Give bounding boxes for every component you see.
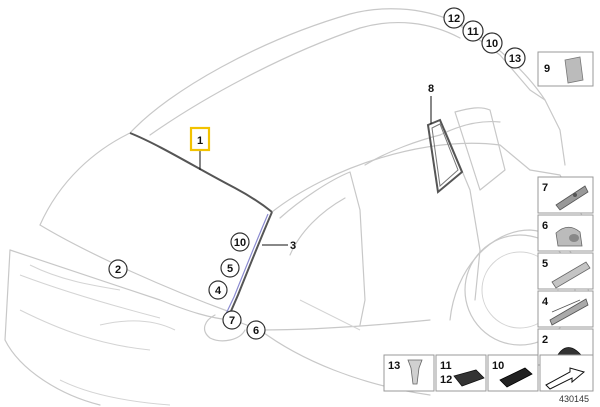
clip-part-icon xyxy=(555,185,589,211)
part-box-11-12[interactable]: 11 12 xyxy=(435,354,487,392)
badge-part-icon xyxy=(564,56,584,84)
callout-5[interactable]: 5 xyxy=(220,258,240,278)
part-box-9[interactable]: 9 xyxy=(537,51,594,87)
part-box-7[interactable]: 7 xyxy=(537,176,594,214)
callout-3-label: 3 xyxy=(290,240,296,252)
rivet-part-icon xyxy=(407,359,423,385)
vehicle-outline xyxy=(4,8,591,406)
part-box-13-label: 13 xyxy=(388,360,400,372)
callout-5-label: 5 xyxy=(227,263,233,275)
callout-6[interactable]: 6 xyxy=(246,320,266,340)
arrow-box[interactable] xyxy=(539,354,594,392)
part-box-6[interactable]: 6 xyxy=(537,214,594,252)
part-box-10[interactable]: 10 xyxy=(487,354,539,392)
rear-quarter-window-trim-part xyxy=(426,118,464,194)
callout-1-highlight xyxy=(189,126,211,152)
callout-1[interactable]: 1 xyxy=(189,126,211,152)
seal-part-icon xyxy=(551,261,591,289)
callout-8-label: 8 xyxy=(428,83,434,95)
callout-12[interactable]: 12 xyxy=(443,7,465,29)
part-box-6-label: 6 xyxy=(542,220,548,232)
part-box-11-label: 11 xyxy=(440,360,452,372)
part-box-5-label: 5 xyxy=(542,258,548,270)
callout-13-label: 13 xyxy=(509,53,521,65)
callout-10-top[interactable]: 10 xyxy=(481,32,503,54)
part-box-9-label: 9 xyxy=(544,63,550,75)
part-box-4[interactable]: 4 xyxy=(537,290,594,328)
pad-part-icon xyxy=(453,369,485,387)
a-pillar-trim-part xyxy=(223,211,273,319)
callout-10-label: 10 xyxy=(234,237,246,249)
back-arrow-icon xyxy=(545,367,586,390)
windshield-trim-part xyxy=(129,132,273,213)
callout-8[interactable]: 8 xyxy=(428,83,434,95)
callout-1-label: 1 xyxy=(197,135,203,147)
block-part-icon xyxy=(499,367,533,388)
callout-11[interactable]: 11 xyxy=(462,20,484,42)
part-box-4-label: 4 xyxy=(542,296,549,308)
callout-4-label: 4 xyxy=(215,285,222,297)
callout-12-label: 12 xyxy=(448,13,460,25)
part-box-10-label: 10 xyxy=(492,360,504,372)
diagram-id: 430145 xyxy=(559,394,589,404)
part-box-7-label: 7 xyxy=(542,182,548,194)
part-box-12-label: 12 xyxy=(440,374,452,386)
callout-4[interactable]: 4 xyxy=(208,280,228,300)
part-box-5[interactable]: 5 xyxy=(537,252,594,290)
part-box-2-label: 2 xyxy=(542,334,548,346)
part-box-13[interactable]: 13 xyxy=(383,354,435,392)
callout-2[interactable]: 2 xyxy=(108,259,128,279)
callout-7[interactable]: 7 xyxy=(222,310,242,330)
strip-part-icon xyxy=(549,298,589,326)
callout-13[interactable]: 13 xyxy=(504,47,526,69)
callout-2-label: 2 xyxy=(115,264,121,276)
callout-3[interactable]: 3 xyxy=(290,240,296,252)
callout-6-label: 6 xyxy=(253,325,259,337)
callout-10-top-label: 10 xyxy=(486,38,498,50)
callout-7-label: 7 xyxy=(229,315,235,327)
callout-10-pillar[interactable]: 10 xyxy=(230,232,250,252)
callout-11-label: 11 xyxy=(467,26,479,38)
